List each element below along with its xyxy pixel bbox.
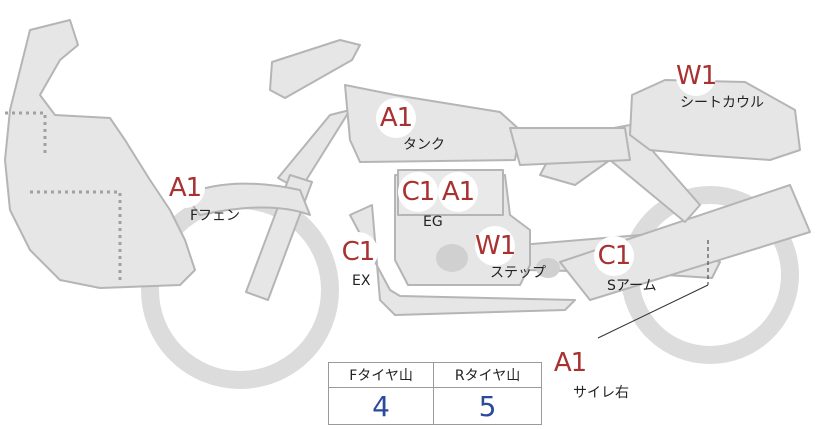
muffler-grade-badge: A1 (550, 343, 590, 383)
rear-tread-value: 5 (434, 388, 542, 425)
tank-grade-badge: A1 (376, 98, 416, 138)
tank-label: タンク (403, 137, 445, 153)
engine-label: EG (423, 214, 443, 230)
exhaust-label: EX (352, 273, 370, 289)
swing-arm-label: Sアーム (607, 278, 657, 294)
step-label: ステップ (490, 265, 546, 281)
cowl-grade-badge: W1 (676, 56, 716, 96)
side-cover (510, 128, 630, 165)
front-tread-value: 4 (329, 388, 434, 425)
front-tread-header: Fタイヤ山 (329, 363, 434, 388)
exhaust-grade-badge: C1 (338, 232, 378, 272)
swing-arm-grade-badge: C1 (594, 236, 634, 276)
engine-a-grade-badge: A1 (438, 172, 478, 212)
step-grade-badge: W1 (475, 226, 515, 266)
muffler-label: サイレ右 (573, 385, 629, 401)
footrest-peg (436, 244, 468, 272)
seat-cowl (630, 80, 800, 160)
engine-c-grade-badge: C1 (398, 172, 438, 212)
front-fender-label: Fフェン (190, 208, 240, 224)
cowl-label: シートカウル (680, 95, 764, 111)
tire-tread-table: Fタイヤ山 Rタイヤ山 4 5 (328, 362, 542, 425)
front-fender-grade-badge: A1 (165, 168, 205, 208)
front-fairing (5, 20, 195, 288)
rear-tread-header: Rタイヤ山 (434, 363, 542, 388)
